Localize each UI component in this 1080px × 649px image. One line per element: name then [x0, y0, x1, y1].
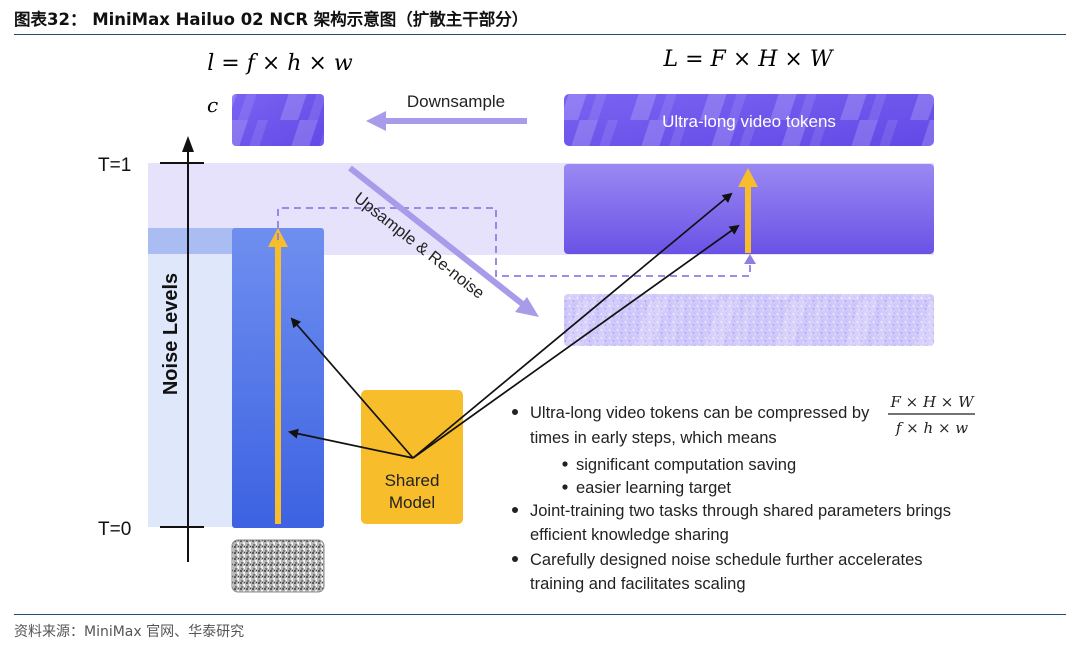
large-latent-formula: L = F × H × W: [663, 47, 835, 72]
fraction-numerator: F × H × W: [889, 393, 975, 411]
upsample-arrow-head: [515, 297, 539, 317]
bullet2-line2: efficient knowledge sharing: [530, 526, 729, 544]
model-arrow-right-upper: [412, 192, 733, 459]
t0-label: T=0: [98, 519, 131, 540]
noisy-tokens-stripes: [564, 294, 934, 346]
noise-axis-head: [182, 136, 194, 152]
bullet1-suffix: times in early steps, which means: [530, 429, 777, 447]
c-label: c: [207, 93, 218, 117]
compressed-tokens-box: [232, 94, 324, 146]
noise-levels-label: Noise Levels: [160, 273, 182, 395]
bullet-dot-2: [512, 507, 518, 513]
right-denoise-arrow-head: [738, 168, 758, 187]
source-note: 资料来源：MiniMax 官网、华泰研究: [14, 624, 245, 640]
downsample-arrow-head: [366, 111, 386, 131]
t1-label: T=1: [98, 155, 131, 176]
sub-bullet-dot-1: [562, 461, 568, 467]
shared-model-line1: Shared: [385, 471, 440, 490]
caption-divider: [14, 34, 1066, 35]
model-arrow-left-upper: [290, 317, 414, 459]
renoise-dashed-head: [744, 254, 756, 264]
figure-caption: 图表32： MiniMax Hailuo 02 NCR 架构示意图（扩散主干部分…: [14, 10, 529, 29]
footer-divider: [14, 614, 1066, 615]
bullet-dot-1: [512, 409, 518, 415]
bullet3-line2: training and facilitates scaling: [530, 575, 746, 593]
model-arrow-left-lower: [288, 428, 414, 459]
sub-bullet-1: significant computation saving: [576, 456, 796, 474]
bullet-dot-3: [512, 556, 518, 562]
ultra-long-tokens-label: Ultra-long video tokens: [662, 112, 836, 131]
upsample-arrow-shaft: [348, 165, 527, 309]
bullet2-line1: Joint-training two tasks through shared …: [530, 502, 951, 520]
band-overlap-left: [148, 228, 238, 254]
noise-column-bg: [148, 255, 232, 527]
model-arrow-right-lower: [412, 224, 740, 459]
sub-bullet-dot-2: [562, 484, 568, 490]
gaussian-noise-box: [231, 539, 325, 593]
ultra-long-tokens-box: [564, 94, 934, 146]
bullet3-line1: Carefully designed noise schedule furthe…: [530, 551, 923, 569]
bullet1-prefix: Ultra-long video tokens can be compresse…: [530, 404, 870, 422]
fraction-denominator: f × h × w: [895, 419, 968, 437]
shared-model-line2: Model: [389, 493, 435, 512]
sub-bullet-2: easier learning target: [576, 479, 731, 497]
downsample-label: Downsample: [407, 92, 505, 111]
small-latent-formula: l = f × h × w: [207, 51, 353, 76]
renoise-dashed-path: [277, 207, 751, 277]
